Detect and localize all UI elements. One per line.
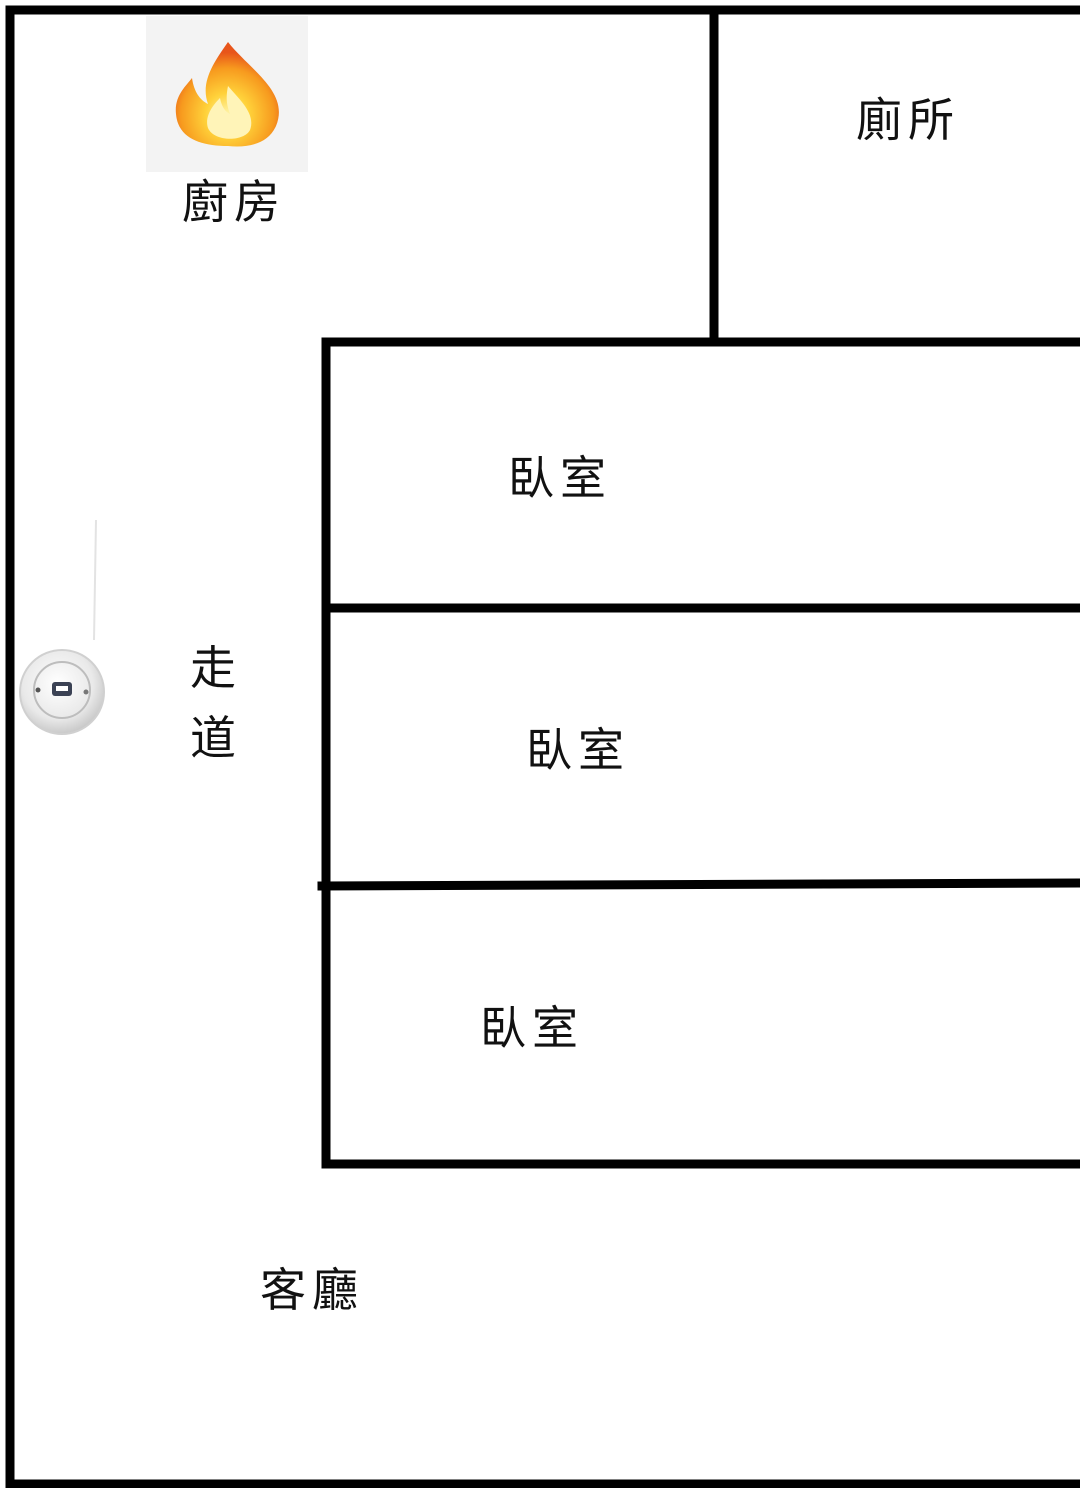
fire-flame-inner — [207, 86, 252, 139]
room-label-kitchen: 廚房 — [182, 175, 286, 229]
room-label-bedroom-3: 臥室 — [480, 1001, 584, 1055]
smoke-detector-led — [35, 687, 41, 693]
smoke-detector-button — [83, 689, 89, 695]
room-label-toilet: 廁所 — [856, 93, 960, 147]
fire-icon — [146, 16, 308, 172]
smoke-detector-ring — [33, 661, 91, 719]
room-label-bedroom-1: 臥室 — [508, 451, 612, 505]
smoke-detector-icon — [19, 519, 105, 735]
room-label-bedroom-2: 臥室 — [526, 723, 630, 777]
room-label-living-room: 客廳 — [260, 1263, 364, 1317]
room-label-corridor-char-2: 道 — [190, 711, 242, 765]
smoke-detector-wire — [93, 519, 97, 641]
outer-walls — [5, 5, 1080, 1488]
wall-bedroom-divider-2 — [317, 878, 1080, 891]
smoke-detector-lens — [56, 686, 68, 691]
bedroom-walls — [317, 337, 1080, 1169]
room-label-corridor-char-1: 走 — [190, 641, 242, 695]
